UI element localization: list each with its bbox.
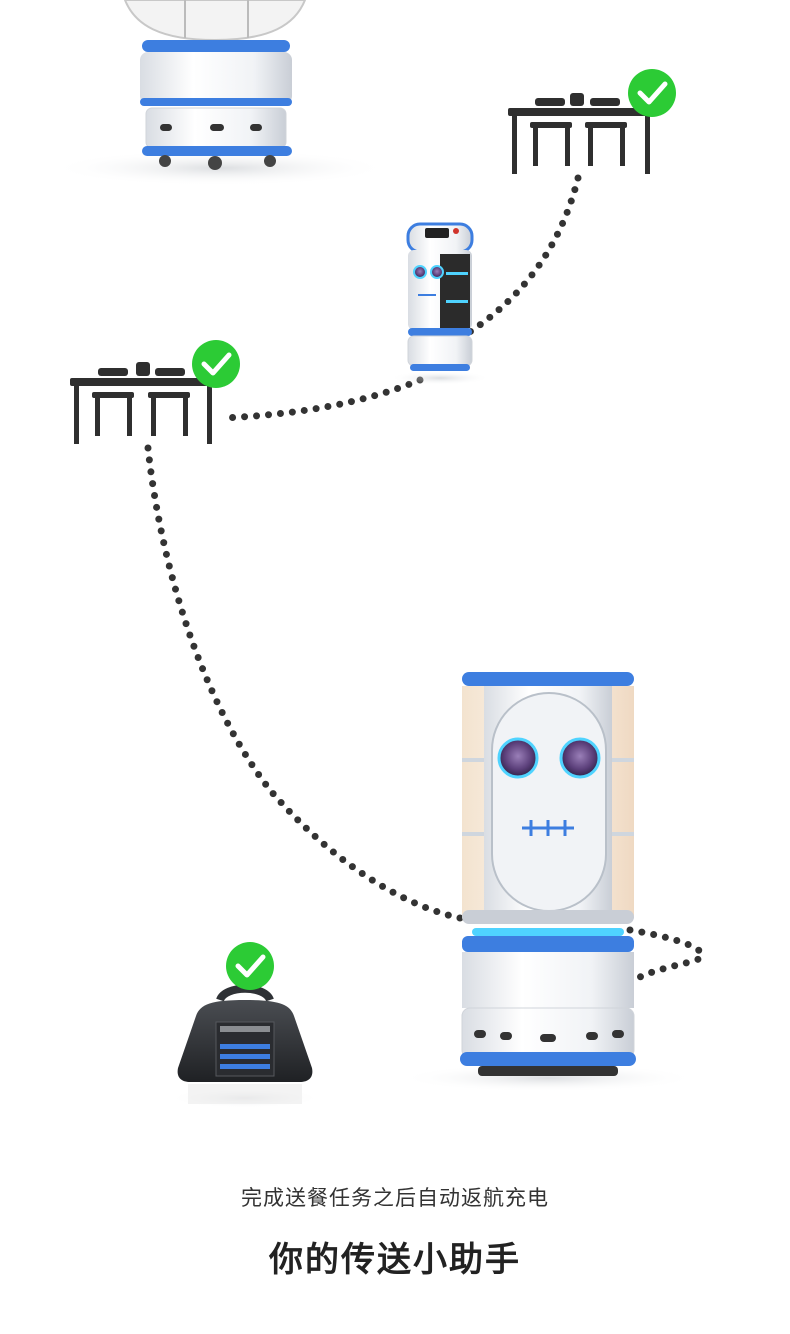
check-icon bbox=[226, 942, 274, 990]
page-title: 你的传送小助手 bbox=[269, 1240, 521, 1280]
check-icon bbox=[192, 340, 240, 388]
delivery-robot-icon bbox=[390, 222, 490, 385]
delivery-robot-icon bbox=[398, 672, 698, 1092]
dining-table-icon bbox=[508, 93, 653, 174]
charging-dock-icon bbox=[170, 984, 320, 1108]
dining-table-icon bbox=[70, 362, 215, 444]
feature-description: 完成送餐任务之后自动返航充电 bbox=[241, 1186, 549, 1210]
delivery-route-path bbox=[144, 174, 706, 982]
top-delivery-robot bbox=[50, 0, 390, 186]
check-icon bbox=[628, 69, 676, 117]
